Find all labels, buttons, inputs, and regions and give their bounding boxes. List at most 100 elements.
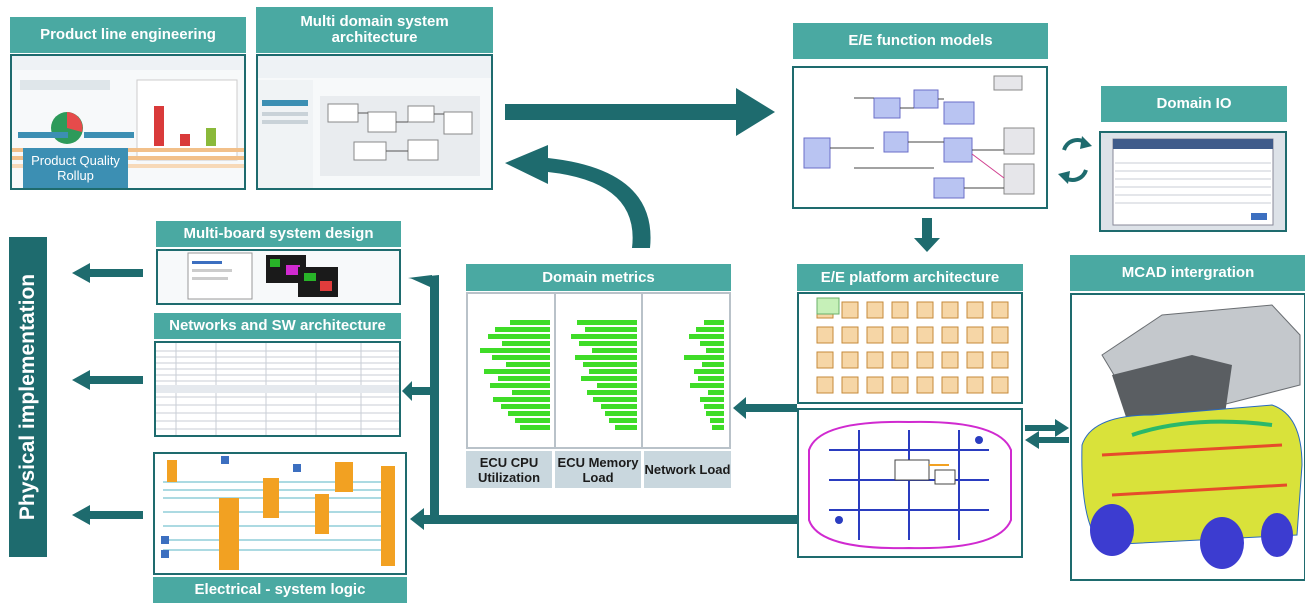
product-quality-rollup-callout: Product Quality Rollup [23,148,128,188]
networks-sw-label: Networks and SW architecture [154,313,401,339]
metric-memory-label: ECU Memory Load [555,451,641,488]
metric-bar [506,362,550,367]
ecu-block [866,301,884,319]
domain-io-screenshot [1099,131,1287,232]
domain-metrics-screenshot [466,292,731,449]
ecu-block [991,301,1009,319]
ecu-block [866,351,884,369]
multi-board-label: Multi-board system design [156,221,401,247]
physical-implementation-bar: Physical implementation [9,237,47,557]
return-bus-vertical [430,283,439,524]
multi-board-thumbnail [187,252,338,300]
multi-board-screenshot [156,249,401,305]
metric-bar [512,390,550,395]
metric-bar [700,397,724,402]
product-line-engineering-label: Product line engineering [10,17,246,53]
ecu-block [941,326,959,344]
metric-bar [577,320,637,325]
metric-bar [501,404,550,409]
ecu-block [966,351,984,369]
domain-io-label: Domain IO [1101,86,1287,122]
networks-sw-thumbnail [156,343,399,435]
metric-bar [698,376,724,381]
metric-bar [605,411,637,416]
metric-bar [684,355,724,360]
multi-domain-screenshot [256,54,493,190]
arrow-into-multi-board [408,275,432,282]
metric-bar [589,369,637,374]
metric-bar [706,411,724,416]
domain-io-thumbnail [1101,133,1285,230]
ecu-block [941,301,959,319]
ee-function-models-label: E/E function models [793,23,1048,59]
metric-bar [495,327,550,332]
metric-network-label: Network Load [644,451,731,488]
metric-cpu-label: ECU CPU Utilization [466,451,552,488]
metric-bar [515,418,550,423]
metric-bar [704,320,724,325]
electrical-logic-screenshot [153,452,407,575]
metric-bar [490,383,550,388]
ecu-block [891,301,909,319]
metric-bar [480,348,550,353]
metric-bar [571,334,637,339]
ecu-block [916,351,934,369]
ee-platform-thumbnail [799,294,1021,402]
product-line-thumbnail [12,56,244,168]
ecu-block [916,301,934,319]
ecu-block [841,376,859,394]
mcad-integration-label: MCAD intergration [1070,255,1305,291]
arrow-curve-to-multi-domain [505,145,651,248]
electrical-logic-label: Electrical - system logic [153,577,407,603]
multi-domain-architecture-label: Multi domain system architecture [256,7,493,53]
arrow-left-electrical [72,505,143,525]
arrow-left-networks [72,370,143,390]
metric-bar [597,383,637,388]
metric-bar [601,404,637,409]
arrow-to-domain-metrics [733,397,797,419]
metric-bar [581,376,637,381]
ee-platform-screenshot [797,292,1023,404]
metric-bar [615,425,637,430]
ecu-block [841,326,859,344]
ecu-block [966,301,984,319]
ecu-block [916,326,934,344]
domain-metrics-label: Domain metrics [466,264,731,291]
ecu-block [966,326,984,344]
metric-bar [498,376,550,381]
metric-bar [593,397,637,402]
domain-metrics-thumbnail [468,294,729,447]
metric-bar [712,425,724,430]
metric-bar [575,355,637,360]
metric-bar [484,369,550,374]
metric-bar [704,404,724,409]
metric-bar [493,397,550,402]
ecu-block [816,376,834,394]
ecu-block [916,376,934,394]
ecu-block [941,376,959,394]
metric-bar [502,341,550,346]
metric-bar [592,348,637,353]
ecu-block [991,351,1009,369]
arrow-into-networks [402,381,430,401]
metric-bar [579,341,637,346]
networks-sw-screenshot [154,341,401,437]
metric-bar [710,418,724,423]
ecu-block [891,376,909,394]
metric-bar [696,327,724,332]
ee-function-screenshot [792,66,1048,209]
ecu-block [841,351,859,369]
arrow-left-multi-board [72,263,143,283]
metric-bar [700,341,724,346]
return-bus-horizontal [430,515,797,524]
metric-bar [706,348,724,353]
metric-bar [609,418,637,423]
metric-bar [587,390,637,395]
ecu-block [891,326,909,344]
metric-bar [510,320,550,325]
ecu-block [941,351,959,369]
metric-bar [520,425,550,430]
metric-bar [702,362,724,367]
metric-bar [689,334,724,339]
